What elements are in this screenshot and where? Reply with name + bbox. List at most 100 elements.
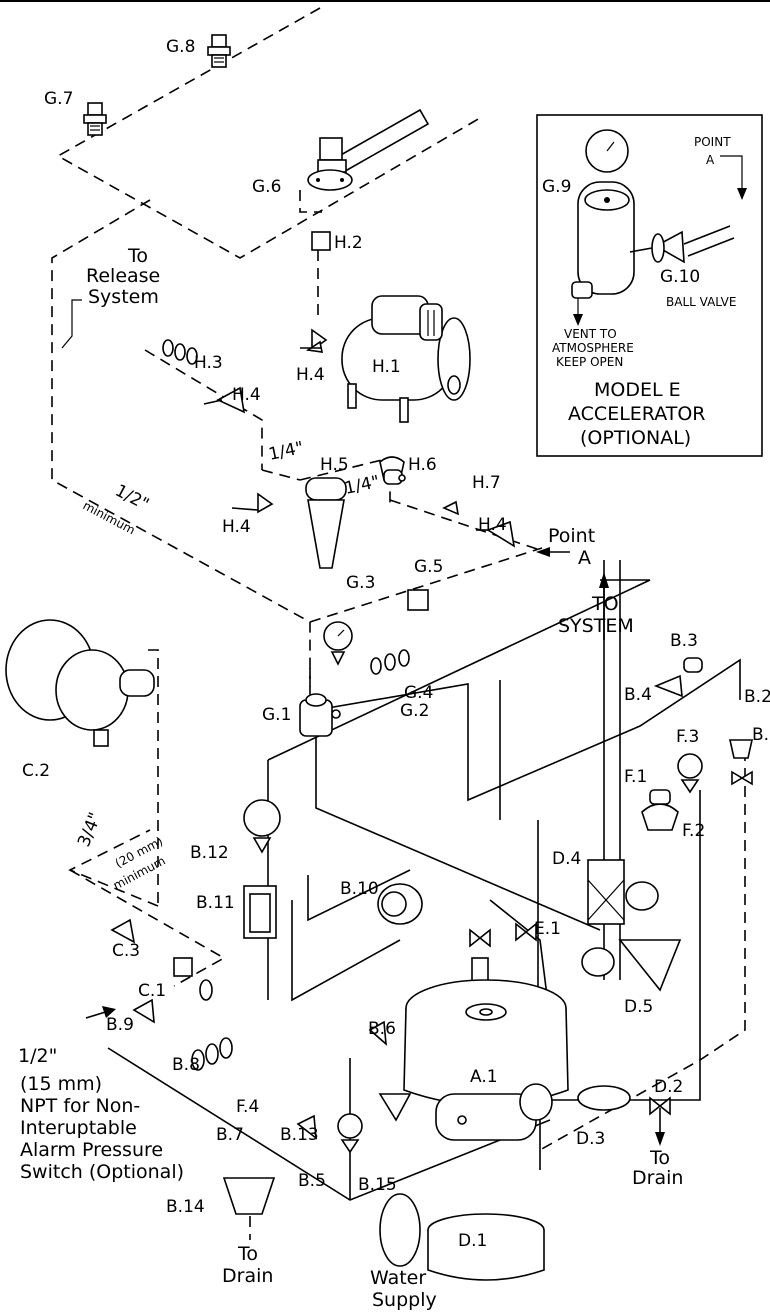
label-b2: B.2 <box>744 687 770 707</box>
note-npt-5: Alarm Pressure <box>20 1139 163 1161</box>
check-valve-h7-icon <box>442 500 460 516</box>
note-to-system-2: SYSTEM <box>558 615 634 637</box>
label-h6: H.6 <box>408 455 437 475</box>
label-g4: G.4 <box>404 683 433 703</box>
b2-icon <box>729 739 753 759</box>
label-g9: G.9 <box>542 177 571 197</box>
gauge-b12-icon <box>243 799 281 854</box>
note-to-release-3: System <box>88 286 159 308</box>
filter-h5-icon <box>305 477 347 569</box>
valve-d1-icon <box>427 1213 545 1281</box>
label-c2: C.2 <box>22 761 50 781</box>
valve-d2-icon <box>649 1096 671 1116</box>
drain-funnel-b14-icon <box>222 1177 276 1215</box>
note-to-release-2: Release <box>86 265 160 287</box>
valve-d3-icon <box>519 1083 631 1121</box>
note-quarter-a: 1/4" <box>267 438 306 465</box>
label-f1: F.1 <box>624 767 647 787</box>
valve-b10-icon <box>377 883 423 925</box>
label-a1: A.1 <box>470 1067 498 1087</box>
label-d1: D.1 <box>458 1231 487 1251</box>
label-g10: G.10 <box>660 267 700 287</box>
gauge-f3-icon <box>677 753 703 794</box>
inset-point-a-2: A <box>706 153 715 167</box>
note-point-a-1: Point <box>548 525 595 547</box>
label-f2: F.2 <box>682 821 705 841</box>
label-h4-a: H.4 <box>296 365 325 385</box>
solenoid-icon <box>469 928 491 985</box>
valve-g1-icon <box>299 693 341 737</box>
label-b9: B.9 <box>106 1015 134 1035</box>
accelerator-inset: POINT A G.9 G.10 BALL VALVE VENT TO ATMO… <box>536 114 763 457</box>
label-b1: B.1 <box>752 725 770 745</box>
inset-title-2: ACCELERATOR <box>568 403 706 425</box>
water-supply-bell-icon <box>379 1193 421 1267</box>
note-drain-right-1: To <box>649 1147 670 1169</box>
union-h3-icon <box>162 339 198 365</box>
g5-box-icon <box>407 589 429 611</box>
b1-icon <box>731 770 753 786</box>
gauge-g3-icon <box>323 621 353 666</box>
sprinkler-g8-icon <box>207 34 231 68</box>
label-g3: G.3 <box>346 573 375 593</box>
note-npt-1: 1/2" <box>18 1045 57 1067</box>
inset-point-a-1: POINT <box>694 135 731 149</box>
label-c3: C.3 <box>112 941 140 961</box>
note-npt-3: NPT for Non- <box>20 1095 140 1117</box>
note-point-a-2: A <box>578 547 591 569</box>
label-d2: D.2 <box>654 1077 683 1097</box>
label-b10: B.10 <box>340 879 379 899</box>
label-d4: D.4 <box>552 849 581 869</box>
label-b13: B.13 <box>280 1125 319 1145</box>
label-f4: F.4 <box>236 1097 259 1117</box>
label-h5: H.5 <box>320 455 349 475</box>
label-g8: G.8 <box>166 37 195 57</box>
label-d5: D.5 <box>624 997 653 1017</box>
air-compressor-h1-icon <box>341 295 471 423</box>
flow-arrows <box>61 299 665 1146</box>
label-f3: F.3 <box>676 727 699 747</box>
inset-vent-3: KEEP OPEN <box>556 355 623 369</box>
valve-d4-icon <box>587 859 659 925</box>
note-quarter-b: 1/4" <box>343 472 382 499</box>
label-h1: H.1 <box>372 357 401 377</box>
note-npt-2: (15 mm) <box>20 1073 102 1095</box>
label-h7: H.7 <box>472 473 501 493</box>
label-h4-b: H.4 <box>232 385 261 405</box>
gauge-g9-icon <box>585 129 629 173</box>
note-npt-6: Switch (Optional) <box>20 1161 184 1183</box>
label-h4-c: H.4 <box>222 517 251 537</box>
inset-title-3: (OPTIONAL) <box>580 427 691 449</box>
note-three-quarter-1: 3/4" <box>74 810 106 850</box>
label-g6: G.6 <box>252 177 281 197</box>
component-labels: G.8 G.7 G.6 H.2 H.1 H.4 H.3 H.4 H.4 H.5 … <box>22 37 770 1251</box>
pressure-switch-b11-icon <box>243 885 277 939</box>
label-d3: D.3 <box>576 1129 605 1149</box>
valve-b15-icon <box>378 1093 412 1122</box>
label-e1: E.1 <box>534 919 561 939</box>
label-b3: B.3 <box>670 631 698 651</box>
label-c1: C.1 <box>138 981 166 1001</box>
label-b12: B.12 <box>190 843 229 863</box>
union-g4-icon <box>370 649 410 675</box>
inset-vent-2: ATMOSPHERE <box>552 341 634 355</box>
note-drain-left-1: To <box>237 1243 258 1265</box>
valve-e1-icon <box>515 922 537 942</box>
note-water-supply-2: Supply <box>372 1289 437 1311</box>
note-drain-right-2: Drain <box>632 1167 683 1189</box>
valve-f1-icon <box>641 789 679 831</box>
label-b7: B.7 <box>216 1125 244 1145</box>
small-valve-icons <box>132 979 387 1154</box>
inset-ball-valve: BALL VALVE <box>666 295 736 309</box>
note-npt-4: Interuptable <box>20 1117 137 1139</box>
label-g7: G.7 <box>44 89 73 109</box>
h2-box-icon <box>311 231 331 251</box>
inset-vent-1: VENT TO <box>564 327 617 341</box>
label-b15: B.15 <box>358 1175 397 1195</box>
label-h4-d: H.4 <box>478 515 507 535</box>
label-b11: B.11 <box>196 893 235 913</box>
regulator-h6-icon <box>379 456 406 485</box>
note-drain-left-2: Drain <box>222 1265 273 1287</box>
label-g1: G.1 <box>262 705 291 725</box>
